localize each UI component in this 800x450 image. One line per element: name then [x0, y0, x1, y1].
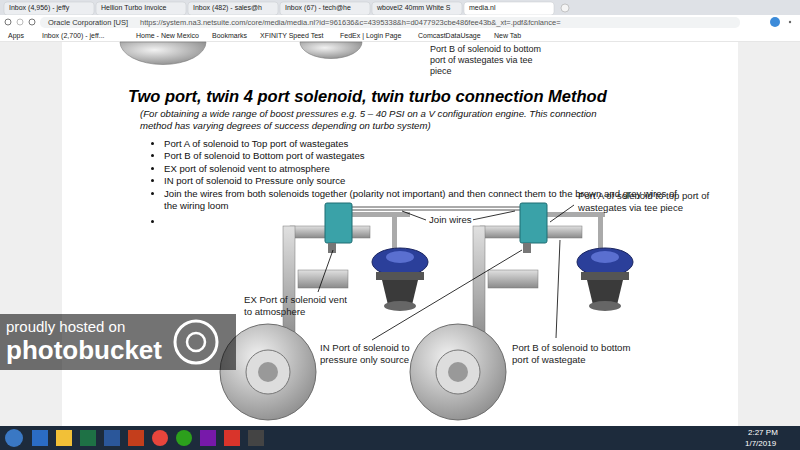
- bookmark: Home - New Mexico: [136, 32, 199, 39]
- tab-title: wbovel2 40mm White S: [377, 4, 451, 11]
- instruction: EX port of solenoid vent to atmosphere: [164, 163, 684, 175]
- instruction-list: Port A of solenoid to Top port of wasteg…: [150, 138, 684, 228]
- section-caption: (For obtaining a wide range of boost pre…: [140, 108, 620, 132]
- watermark: proudly hosted on: [6, 318, 125, 335]
- tab-title: media.nl: [469, 4, 495, 11]
- instruction: IN port of solenoid to Pressure only sou…: [164, 175, 684, 187]
- bookmark: XFINITY Speed Test: [260, 32, 324, 39]
- empty-bullet: [164, 216, 684, 228]
- site-identity: Oracle Corporation [US]: [48, 18, 128, 27]
- clock-time: 2:27 PM: [748, 428, 778, 437]
- callout-label: IN Port of solenoid to pressure only sou…: [320, 342, 440, 366]
- callout-label: Port A of solenoid to top port of wasteg…: [578, 190, 728, 214]
- instruction: Port A of solenoid to Top port of wasteg…: [164, 138, 684, 150]
- bookmark: FedEx | Login Page: [340, 32, 401, 39]
- tab-title: Inbox (67) - tech@he: [285, 4, 351, 11]
- clock-date: 1/7/2019: [745, 439, 776, 448]
- bookmark: Apps: [8, 32, 24, 39]
- section-title: Two port, twin 4 port solenoid, twin tur…: [128, 87, 607, 106]
- bookmark: Bookmarks: [212, 32, 247, 39]
- bookmark: ComcastDataUsage: [418, 32, 481, 39]
- bookmark: New Tab: [494, 32, 521, 39]
- callout-label: Port B of solenoid to bottom port of was…: [512, 342, 647, 366]
- callout-label: EX Port of solenoid vent to atmosphere: [244, 294, 354, 318]
- instruction: Port B of solenoid to Bottom port of was…: [164, 150, 684, 162]
- callout-label: Join wires: [428, 214, 473, 225]
- tab-title: Inbox (482) - sales@h: [193, 4, 262, 11]
- address-url: https://system.na3.netsuite.com/core/med…: [140, 18, 561, 27]
- port-note: Port B of solenoid to bottom port of was…: [430, 44, 545, 77]
- watermark: photobucket: [6, 335, 162, 366]
- tab-title: Hellion Turbo Invoice: [101, 4, 166, 11]
- bookmark: Inbox (2,700) - jeff...: [42, 32, 105, 39]
- tab-title: Inbox (4,956) - jeffy: [9, 4, 69, 11]
